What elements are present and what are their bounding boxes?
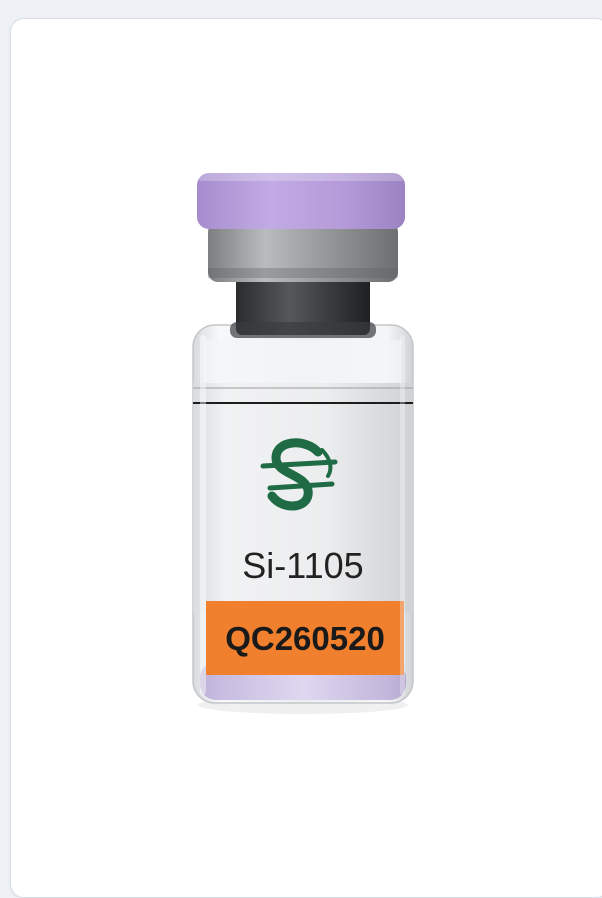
batch-code-overlay: QC260520 [225, 620, 385, 657]
vial-cap [197, 173, 405, 229]
product-name: Si-1105 [242, 545, 363, 586]
green-s-logo-icon [260, 438, 338, 511]
